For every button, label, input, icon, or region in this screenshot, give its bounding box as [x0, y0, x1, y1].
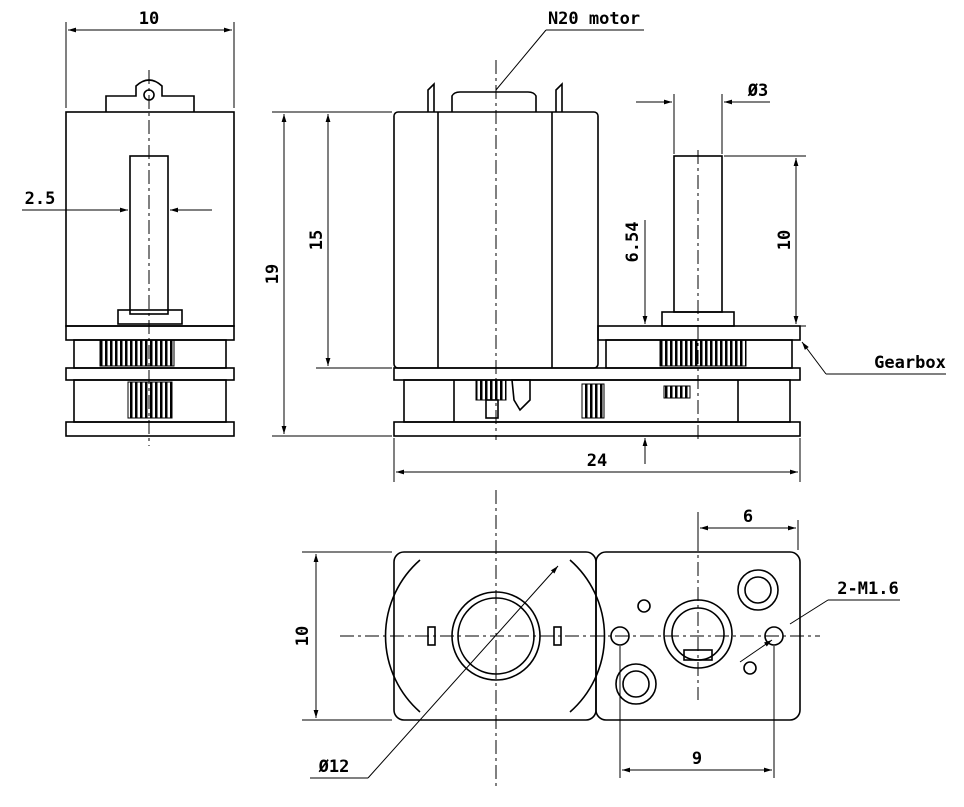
dim-shaft-diameter: Ø3 — [747, 81, 768, 101]
dim-side-width: 10 — [139, 9, 159, 29]
dim-hole-offset: 6 — [743, 507, 753, 527]
dim-motor-diameter: Ø12 — [318, 757, 350, 777]
dim-shaft-length: 10 — [775, 230, 795, 250]
dim-overall-height: 19 — [263, 264, 283, 284]
bottom-view: 6 10 9 2-M1.6 Ø12 — [293, 490, 900, 790]
dim-bottom-height: 10 — [293, 626, 313, 646]
side-view: 10 2.5 — [22, 9, 235, 446]
dim-shaft-flat: 2.5 — [25, 189, 56, 209]
front-view: 19 15 6.54 Ø3 10 24 N20 motor Gearbox — [263, 9, 946, 482]
dim-motor-height: 15 — [307, 230, 327, 250]
dim-shaft-offset: 6.54 — [623, 222, 643, 263]
dim-hole-spacing: 9 — [692, 749, 702, 769]
callout-n20-motor: N20 motor — [548, 9, 640, 29]
callout-mount-holes: 2-M1.6 — [837, 579, 898, 599]
callout-gearbox: Gearbox — [874, 353, 946, 373]
dim-overall-length: 24 — [587, 451, 607, 471]
